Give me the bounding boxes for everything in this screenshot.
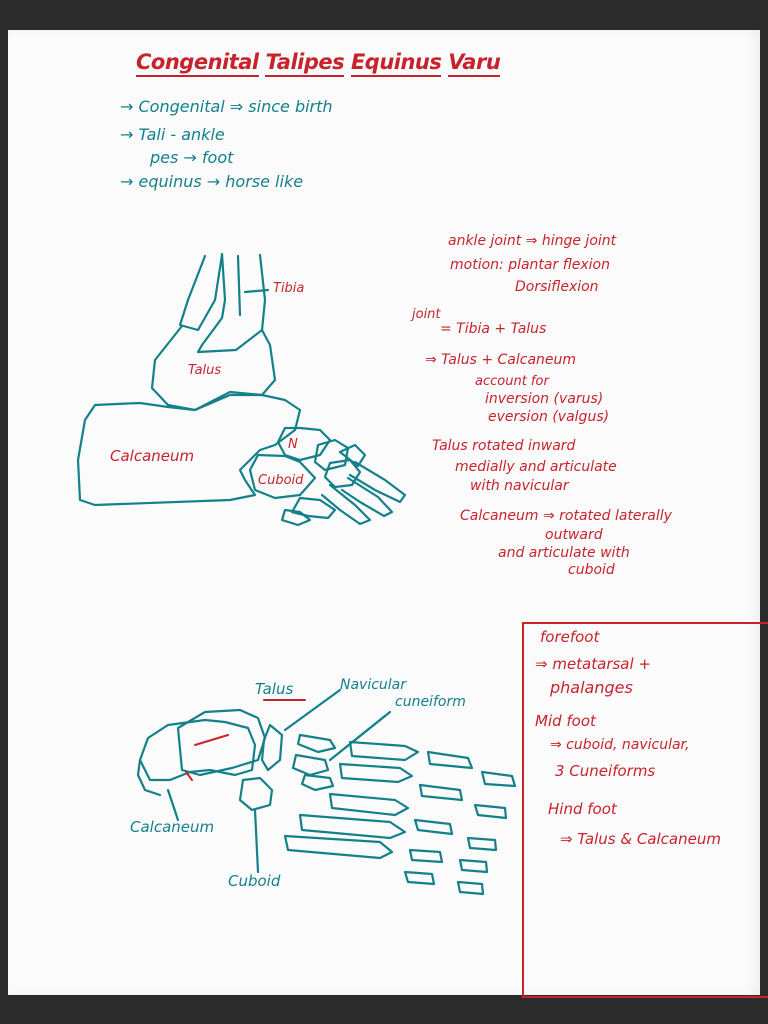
note-calc-rotated: Calcaneum ⇒ rotated laterally xyxy=(460,508,672,524)
arrow-bullet-icon: → xyxy=(120,97,139,116)
arrow-bullet-icon: → xyxy=(120,172,139,191)
box-hindfoot-desc: ⇒ Talus & Calcaneum xyxy=(560,830,721,848)
dorsal-foot-diagram xyxy=(136,688,517,896)
intro-line-1: → Congenital ⇒ since birth xyxy=(120,97,333,116)
intro-line-3: pes → foot xyxy=(150,148,234,167)
note-medially: medially and articulate xyxy=(455,459,617,475)
note-account-for: account for xyxy=(475,374,549,389)
label-cuneiform: cuneiform xyxy=(395,694,466,710)
intro-line-4: → equinus → horse like xyxy=(120,172,304,191)
note-cuboid: cuboid xyxy=(568,562,615,578)
label-talus-2: Talus xyxy=(255,680,294,698)
arrow-bullet-icon: → xyxy=(120,125,139,144)
intro-line-2: → Tali - ankle xyxy=(120,125,225,144)
note-articulate-cuboid: and articulate with xyxy=(498,545,630,561)
page-title: Congenital Talipes Equinus Varu xyxy=(136,50,501,77)
note-outward: outward xyxy=(545,527,603,543)
title-word-3: Equinus xyxy=(350,50,442,77)
notebook-page xyxy=(8,30,760,995)
note-talus-rotated: Talus rotated inward xyxy=(432,438,576,454)
label-navicular: Navicular xyxy=(340,677,407,693)
box-forefoot: forefoot xyxy=(540,628,600,646)
label-navicular-n: N xyxy=(288,437,298,452)
note-joint-formula: = Tibia + Talus xyxy=(440,321,547,337)
label-cuboid-1: Cuboid xyxy=(258,473,304,488)
note-talus-calc: ⇒ Talus + Calcaneum xyxy=(425,352,577,368)
title-word-4: Varu xyxy=(448,50,501,77)
box-forefoot-desc-1: ⇒ metatarsal + xyxy=(535,655,652,673)
box-midfoot: Mid foot xyxy=(535,712,596,730)
foot-regions-box xyxy=(522,622,768,998)
box-hindfoot: Hind foot xyxy=(548,800,617,818)
lateral-foot-diagram xyxy=(76,252,407,527)
label-cuboid-2: Cuboid xyxy=(228,872,281,890)
label-talus-1: Talus xyxy=(188,363,222,378)
box-midfoot-desc-2: 3 Cuneiforms xyxy=(555,762,656,780)
note-with-navicular: with navicular xyxy=(470,478,569,494)
box-midfoot-desc-1: ⇒ cuboid, navicular, xyxy=(550,737,690,753)
note-dorsiflexion: Dorsiflexion xyxy=(515,279,599,295)
label-calcaneum-1: Calcaneum xyxy=(110,447,195,465)
title-word-1: Congenital xyxy=(136,50,259,77)
note-inversion: inversion (varus) xyxy=(485,391,604,407)
box-forefoot-desc-2: phalanges xyxy=(550,678,633,697)
title-word-2: Talipes xyxy=(265,50,345,77)
note-eversion: eversion (valgus) xyxy=(488,409,610,425)
note-joint: joint xyxy=(412,307,441,322)
label-tibia: Tibia xyxy=(273,281,305,296)
note-motion: motion: plantar flexion xyxy=(450,257,610,273)
label-calcaneum-2: Calcaneum xyxy=(130,818,215,836)
note-ankle-joint: ankle joint ⇒ hinge joint xyxy=(448,233,617,249)
